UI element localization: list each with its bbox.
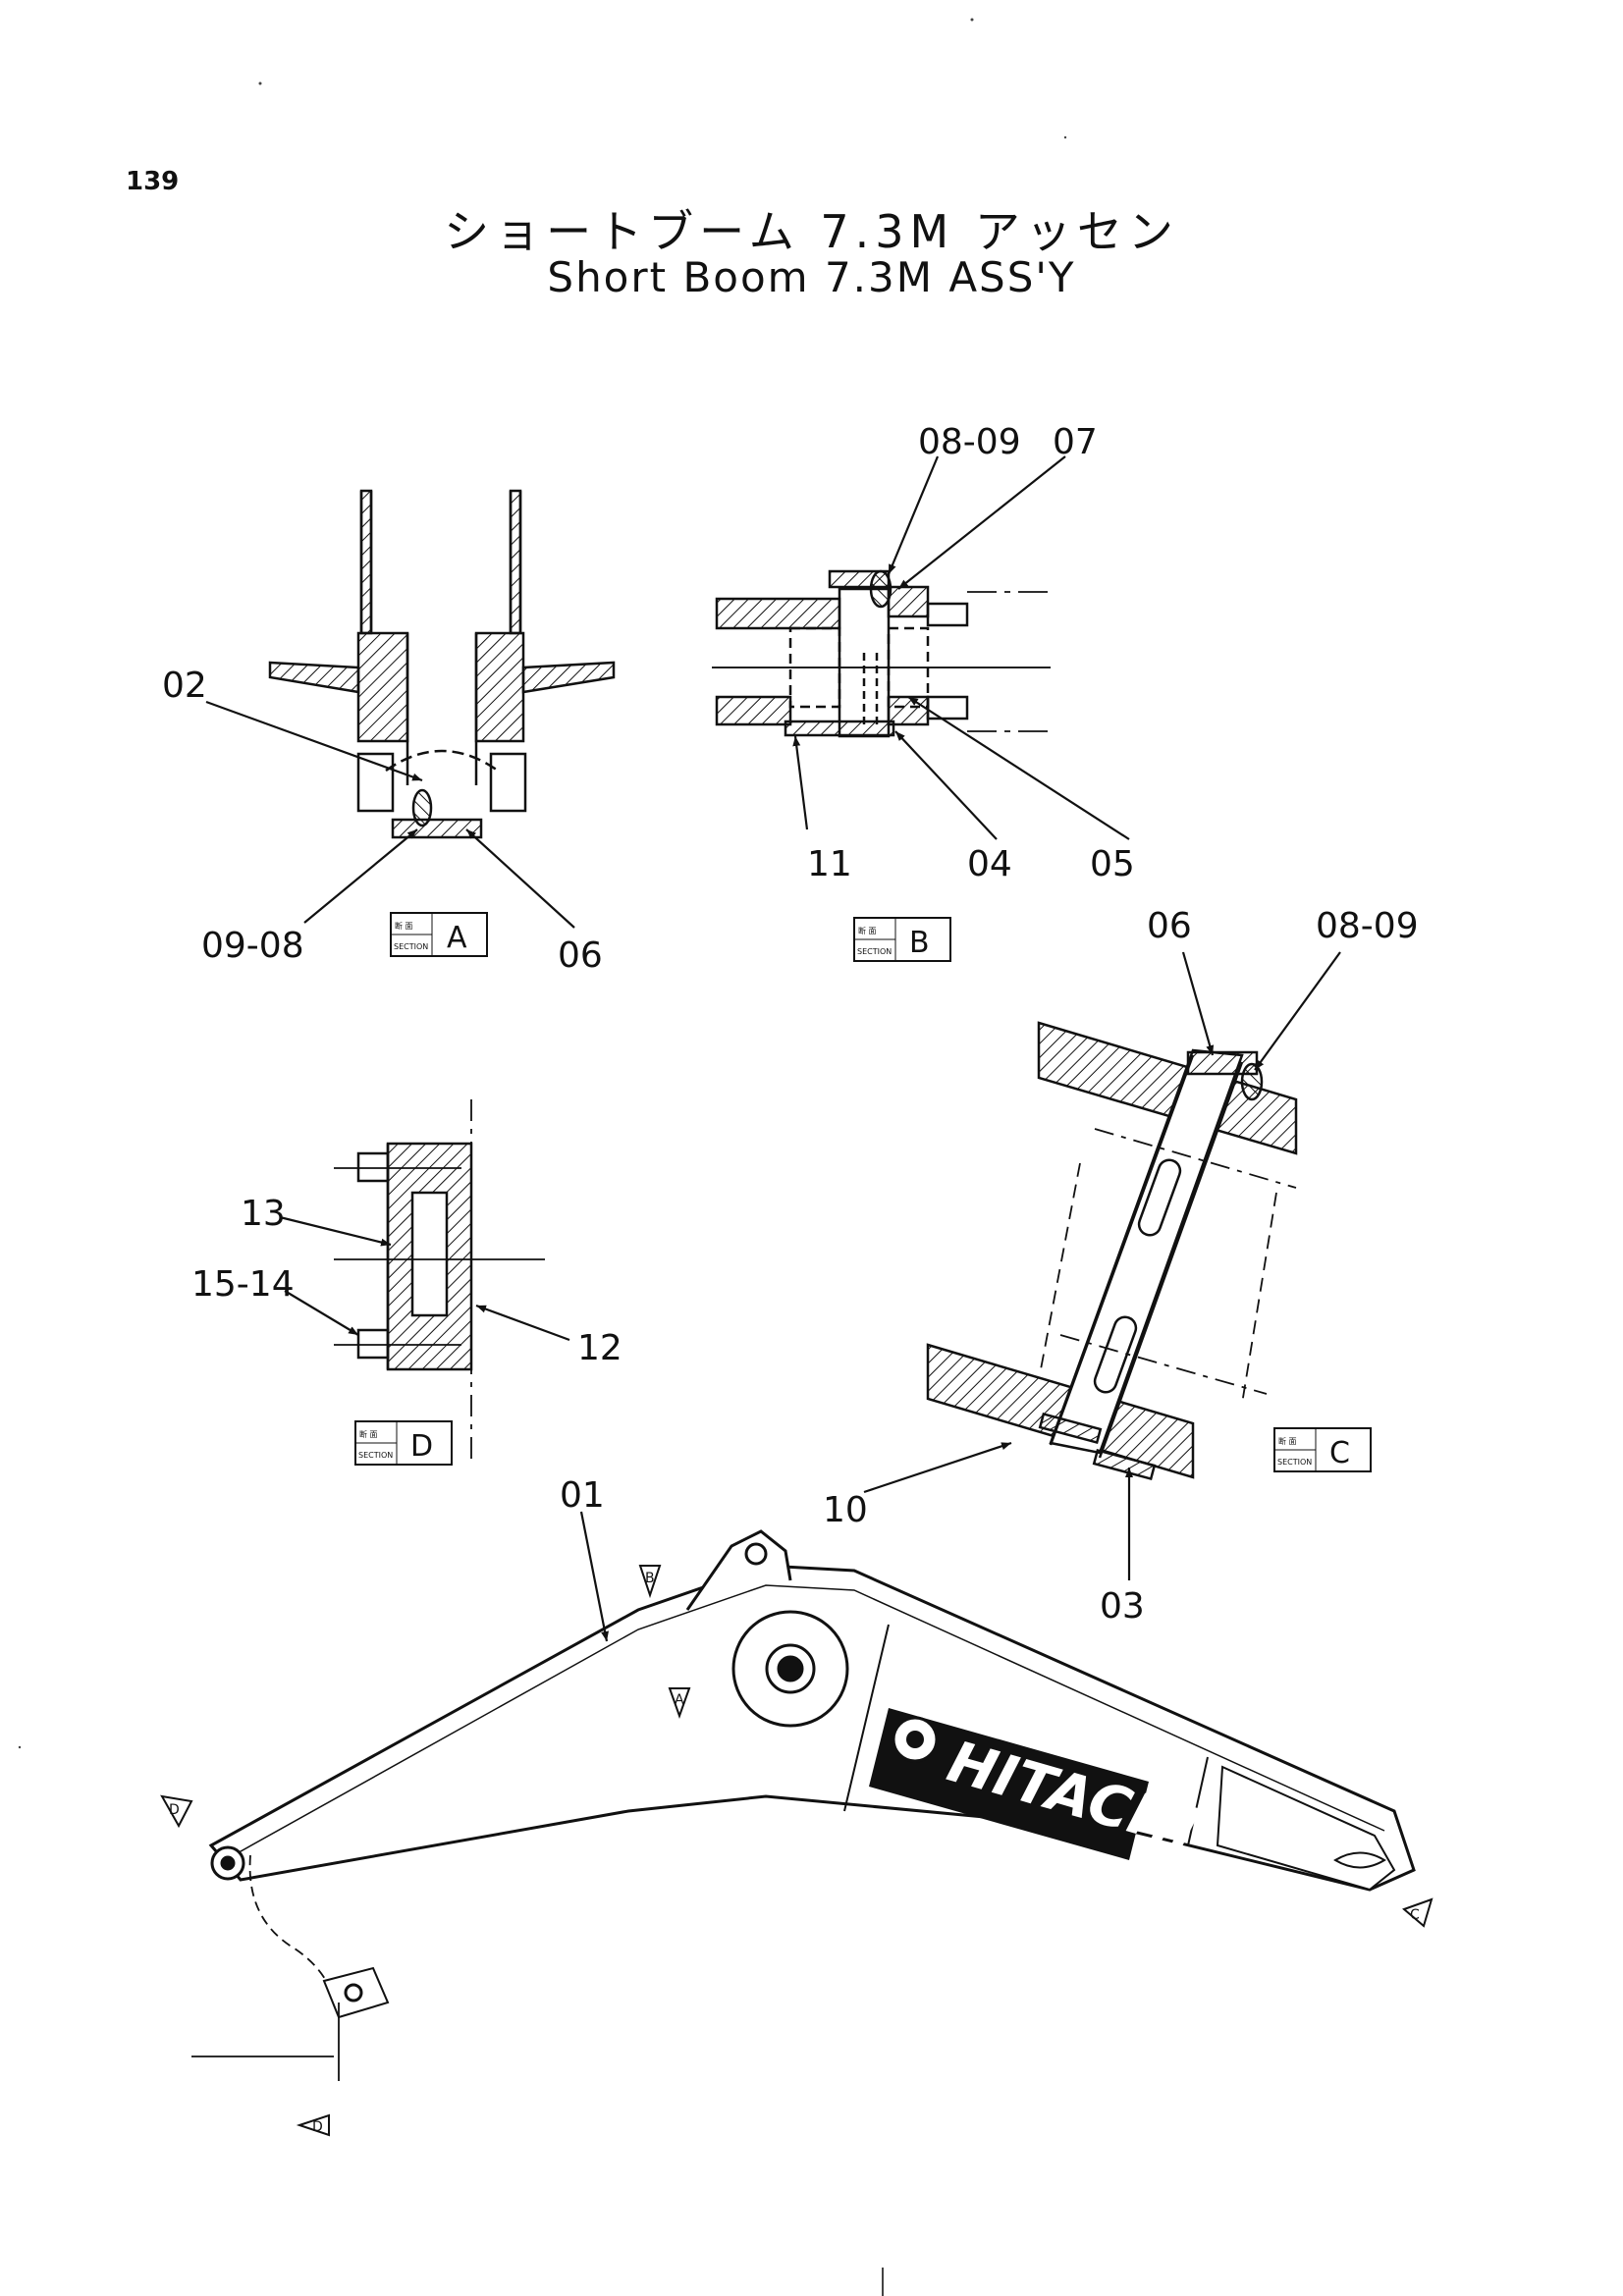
section-a-label: 断 面 SECTION A bbox=[390, 912, 488, 957]
page-number: 139 bbox=[126, 167, 180, 196]
callout-09-08: 09-08 bbox=[201, 926, 304, 966]
svg-text:断 面: 断 面 bbox=[858, 926, 877, 935]
svg-text:D: D bbox=[169, 1802, 180, 1818]
view-marker-d-lower: D bbox=[296, 2113, 330, 2137]
view-marker-a: A bbox=[668, 1687, 691, 1719]
section-d-label: 断 面 SECTION D bbox=[354, 1420, 453, 1466]
view-marker-b: B bbox=[638, 1565, 662, 1599]
callout-15-14: 15-14 bbox=[191, 1264, 295, 1305]
section-b-drawing bbox=[712, 569, 1051, 738]
section-b-leaders bbox=[792, 455, 1130, 840]
callout-08-09-section-c: 08-09 bbox=[1316, 906, 1419, 946]
callout-04: 04 bbox=[967, 844, 1012, 884]
view-marker-c: C bbox=[1402, 1897, 1434, 1928]
svg-text:D: D bbox=[312, 2119, 323, 2135]
section-b-letter: B bbox=[909, 926, 930, 960]
svg-text:A: A bbox=[675, 1692, 684, 1708]
boom-assembly-drawing bbox=[191, 1529, 1416, 2081]
view-marker-d-upper: D bbox=[160, 1794, 193, 1829]
section-a-leaders bbox=[205, 700, 575, 929]
callout-06-section-c: 06 bbox=[1147, 906, 1192, 946]
section-d-leaders bbox=[279, 1215, 570, 1342]
title-english: Short Boom 7.3M ASS'Y bbox=[547, 253, 1076, 301]
svg-text:SECTION: SECTION bbox=[394, 942, 428, 951]
svg-text:C: C bbox=[1410, 1907, 1420, 1923]
callout-10: 10 bbox=[823, 1490, 868, 1530]
section-c-label: 断 面 SECTION C bbox=[1273, 1427, 1372, 1472]
svg-text:B: B bbox=[645, 1571, 655, 1586]
callout-07: 07 bbox=[1053, 422, 1098, 462]
callout-13: 13 bbox=[241, 1194, 286, 1234]
callout-01: 01 bbox=[560, 1475, 605, 1516]
callout-08-09-section-b: 08-09 bbox=[918, 422, 1021, 462]
svg-text:SECTION: SECTION bbox=[1277, 1458, 1312, 1467]
callout-03: 03 bbox=[1100, 1586, 1145, 1627]
callout-06-section-a: 06 bbox=[558, 935, 603, 976]
svg-text:断 面: 断 面 bbox=[1278, 1436, 1297, 1446]
section-b-label: 断 面 SECTION B bbox=[853, 917, 951, 962]
svg-text:SECTION: SECTION bbox=[857, 947, 892, 956]
callout-05: 05 bbox=[1090, 844, 1135, 884]
section-c-drawing bbox=[926, 1021, 1298, 1481]
section-d-drawing bbox=[334, 1099, 545, 1463]
section-c-leaders bbox=[863, 951, 1341, 1580]
boom-leaders bbox=[579, 1511, 609, 1642]
section-a-letter: A bbox=[447, 921, 467, 955]
section-d-letter: D bbox=[410, 1429, 433, 1464]
scan-marks bbox=[18, 18, 1067, 2296]
svg-text:SECTION: SECTION bbox=[358, 1451, 393, 1460]
callout-02: 02 bbox=[162, 666, 207, 706]
section-a-drawing bbox=[268, 489, 616, 839]
title-japanese: ショートブーム 7.3M アッセン bbox=[444, 205, 1179, 258]
svg-text:断 面: 断 面 bbox=[395, 921, 413, 931]
callout-11: 11 bbox=[807, 844, 852, 884]
callout-12: 12 bbox=[577, 1328, 622, 1368]
svg-text:断 面: 断 面 bbox=[359, 1429, 378, 1439]
section-c-letter: C bbox=[1329, 1436, 1350, 1470]
